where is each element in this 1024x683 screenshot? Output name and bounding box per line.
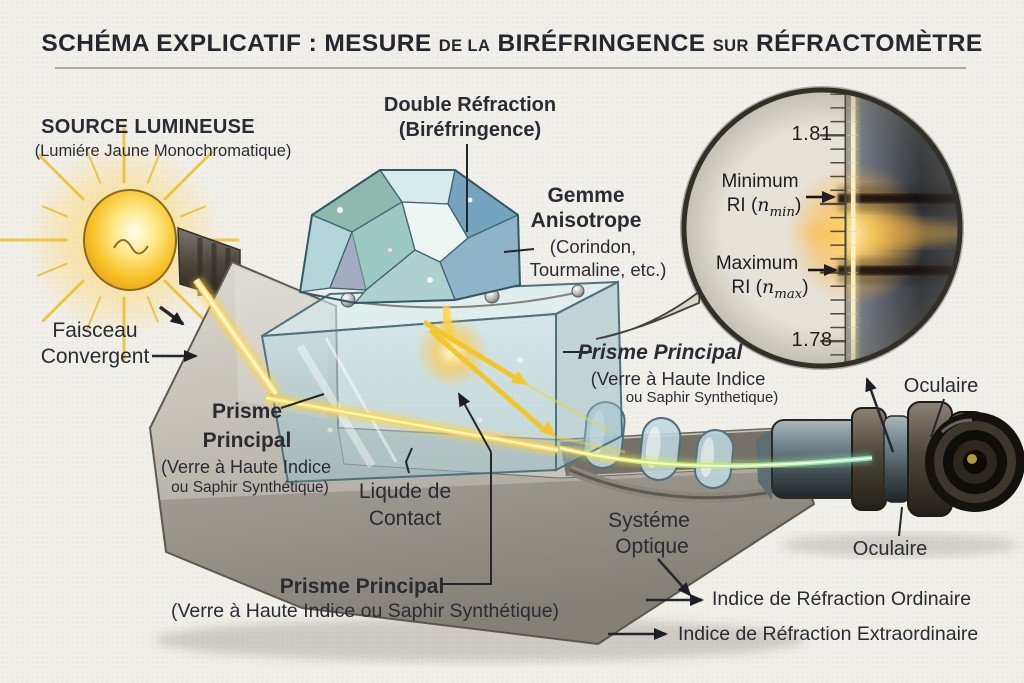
label-source-line2: (Lumiére Jaune Monochromatique) xyxy=(34,142,292,160)
systeme-arrow xyxy=(657,558,692,597)
anisotropic-gem xyxy=(299,169,521,304)
label-prisme-right-line1: Prisme Principal xyxy=(577,341,743,364)
title-part-small: SUR xyxy=(712,37,749,55)
title-part: SCHÉMA EXPLICATIF : MESURE xyxy=(41,30,439,57)
label-legend-ordinary: Indice de Réfraction Ordinaire xyxy=(712,588,972,610)
label-liquide-line1: Liqude de xyxy=(358,480,452,503)
label-prisme-left-line2: Principal xyxy=(202,429,292,452)
label-prisme-left-line1: Prisme xyxy=(211,400,283,423)
label-double-refraction-line1: Double Réfraction xyxy=(383,94,557,116)
label-prisme-left-line4: ou Saphir Synthétique) xyxy=(171,479,329,496)
title-part: BIRÉFRINGENCE xyxy=(490,30,713,57)
annotation-connectors xyxy=(152,144,945,640)
label-systeme-line2: Optique xyxy=(615,535,689,558)
title-part: RÉFRACTOMÈTRE xyxy=(748,30,983,57)
eyepiece-to-inset-arrow xyxy=(865,377,895,453)
gem-line xyxy=(503,248,535,253)
eyepiece xyxy=(771,401,1024,517)
ri-close: ) xyxy=(802,277,809,298)
label-double-refraction-line2: (Biréfringence) xyxy=(398,119,542,141)
oculaire-bottom-line xyxy=(898,506,903,537)
minimum-ri-line1: Minimum xyxy=(721,171,799,192)
label-faisceau-line1: Faisceau xyxy=(52,319,138,342)
minimum-ri-line2: RI (nmin) xyxy=(726,194,802,220)
title-part-small: DE LA xyxy=(438,37,491,55)
label-oculaire-bottom: Oculaire xyxy=(852,538,928,560)
ri-sub: max xyxy=(774,286,803,302)
label-prisme-right-line2: (Verre à Haute Indice xyxy=(590,368,766,389)
label-source-line1: SOURCE LUMINEUSE xyxy=(41,116,255,138)
label-legend-extraordinary: Indice de Réfraction Extraordinaire xyxy=(678,623,979,645)
label-gem-line3: (Corindon, xyxy=(549,236,637,257)
eyepiece-lens-glint xyxy=(967,454,977,464)
label-faisceau-line2: Convergent xyxy=(40,345,150,368)
beam-entry-arrow xyxy=(158,305,185,326)
light-beams xyxy=(190,275,873,471)
ri-close: ) xyxy=(794,195,802,216)
label-prisme-bottom-line1: Prisme Principal xyxy=(279,575,445,598)
magnifier-pointer-wedge xyxy=(595,289,702,340)
oculaire-top-line xyxy=(930,398,945,438)
label-systeme-line1: Systéme xyxy=(608,509,690,532)
label-prisme-right-line3: ou Saphir Synthetique) xyxy=(625,389,779,406)
title-divider xyxy=(55,67,966,69)
scale-bottom-value: 1.78 xyxy=(791,329,833,351)
ri-n: n xyxy=(757,194,770,216)
label-prisme-left-line3: (Verre à Haute Indice xyxy=(160,457,332,477)
page-title: SCHÉMA EXPLICATIF : MESURE DE LA BIRÉFRI… xyxy=(41,30,982,58)
label-gem-line4: Tourmaline, etc.) xyxy=(529,259,667,280)
label-gem-line2: Anisotrope xyxy=(530,209,642,232)
prisme-bottom-arrow xyxy=(458,392,492,453)
label-gem-line1: Gemme xyxy=(547,184,625,207)
prisme-left-line xyxy=(280,393,325,409)
maximum-ri-line2: RI (nmax) xyxy=(731,276,809,302)
ri-open: RI ( xyxy=(726,195,758,216)
eyepiece-shadow xyxy=(782,533,1018,557)
scale-top-value: 1.81 xyxy=(791,123,833,145)
prisme-bottom-line xyxy=(442,452,492,585)
ordinary-ray xyxy=(422,319,516,380)
base-shadow xyxy=(155,618,805,662)
ri-sub: min xyxy=(769,204,795,220)
label-prisme-bottom-line2: (Verre à Haute Indice ou Saphir Synthéti… xyxy=(170,600,560,622)
label-liquide-line2: Contact xyxy=(368,507,442,530)
scale-view-inset xyxy=(680,86,964,370)
lens-3 xyxy=(693,429,735,489)
liquide-line xyxy=(404,447,413,474)
ri-open: RI ( xyxy=(731,277,762,298)
maximum-ri-line1: Maximum xyxy=(715,253,799,274)
label-oculaire-top: Oculaire xyxy=(903,375,979,397)
gem-holder-ball xyxy=(571,284,585,298)
extraordinary-ray xyxy=(428,328,544,430)
ri-n: n xyxy=(761,276,775,298)
